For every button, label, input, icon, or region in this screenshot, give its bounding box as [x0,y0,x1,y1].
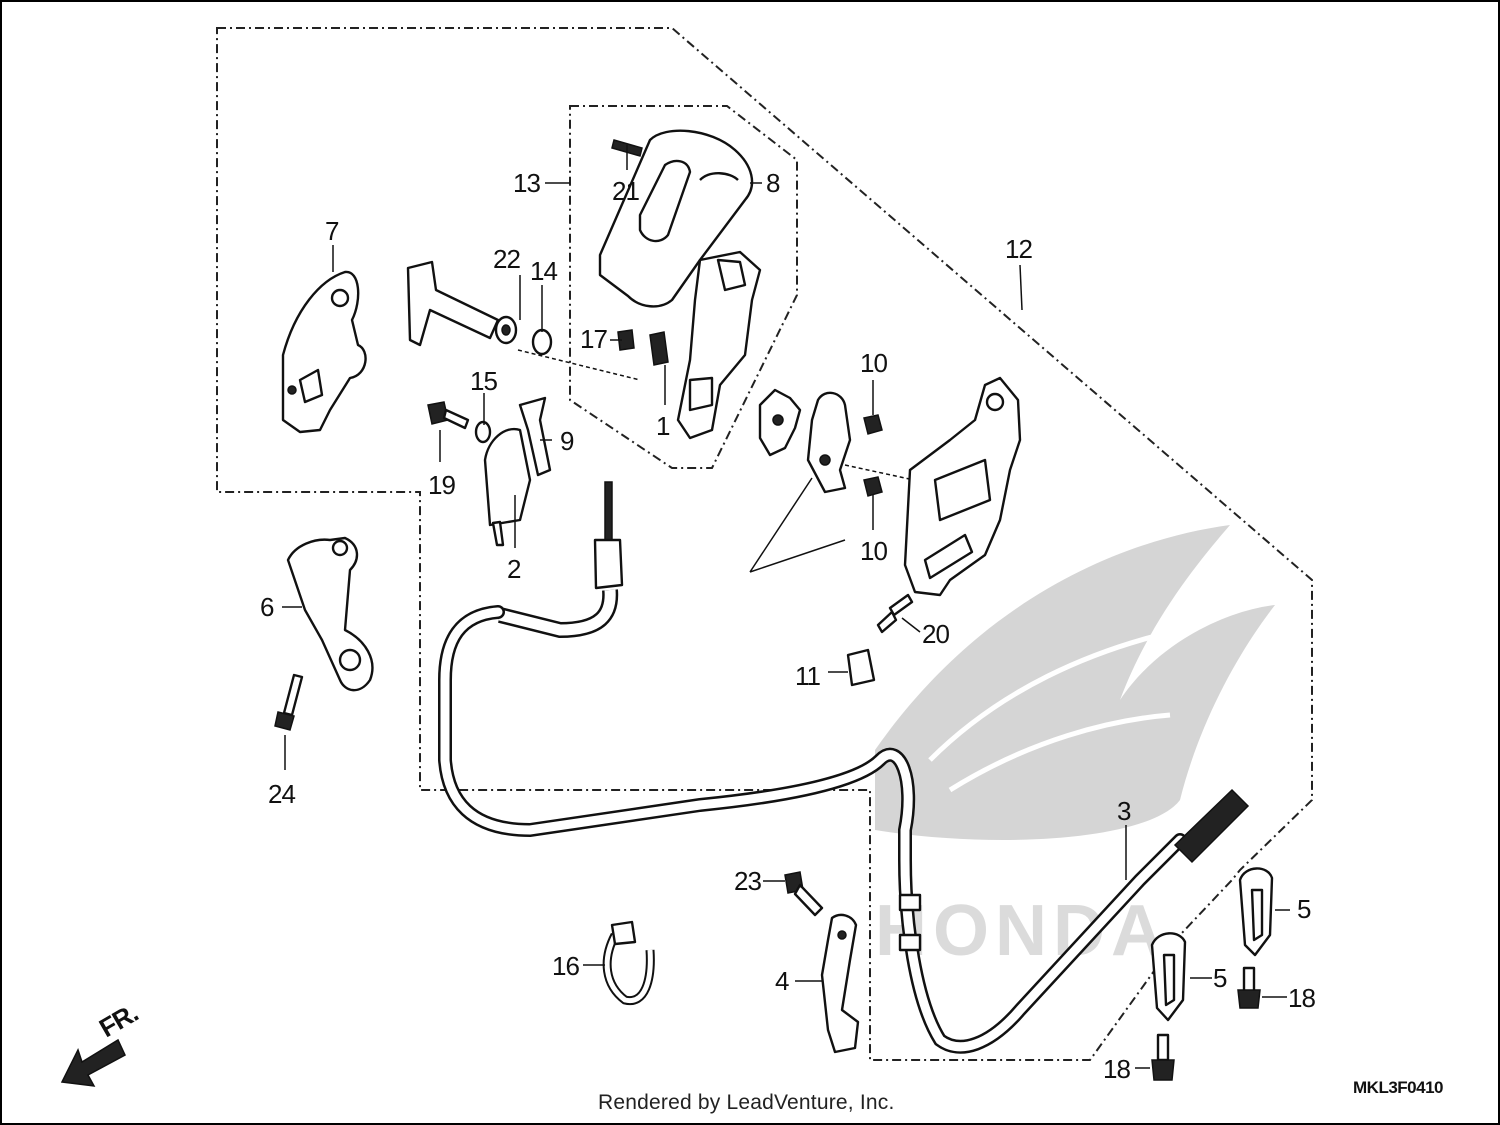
part-14-washer [531,328,553,356]
part-4-bracket [820,913,860,1054]
part-6-bracket [286,536,374,692]
part-18-bolt-upper [1237,966,1261,1009]
callout-7: 7 [325,216,339,246]
callout-15: 15 [470,366,497,396]
part-16-clamp [602,920,655,1006]
part-20-pin [876,593,914,634]
part-18-bolt-lower [1151,1033,1175,1081]
callout-13: 13 [513,168,540,198]
callout-17: 17 [580,324,607,354]
direction-label: FR. [94,998,143,1043]
part-11-clip [846,648,876,687]
callout-14: 14 [530,256,557,286]
leader-lines [282,145,1290,1069]
callout-5-upper: 5 [1297,894,1311,924]
callout-24: 24 [268,779,295,809]
callout-10-lower: 10 [860,536,887,566]
assembly-13-boundary [569,105,798,469]
sprocket-gear [758,388,802,457]
part-8-handle [598,129,754,308]
honda-wing-watermark: HONDA [875,525,1275,971]
part-5-clamp-lower [1150,932,1187,1022]
part-10-spring-upper [863,414,883,435]
callout-23: 23 [734,866,761,896]
latch-cam [806,391,852,494]
part-9-spring [518,396,552,477]
callout-5-lower: 5 [1213,963,1227,993]
part-3-cable [438,481,1250,1054]
callout-18-lower: 18 [1103,1054,1130,1084]
assembly-v-line [749,477,846,573]
callout-20: 20 [922,619,949,649]
callout-9: 9 [560,426,574,456]
callout-22: 22 [493,244,520,274]
part-5-clamp-upper [1238,867,1274,957]
pivot-shaft [406,260,500,347]
callout-12: 12 [1005,234,1032,264]
part-19-bolt [427,401,470,430]
callout-6: 6 [260,592,274,622]
part-23-bolt [784,871,824,917]
part-22-washer [494,315,518,345]
callout-19: 19 [428,470,455,500]
spring-small [649,331,669,366]
callout-10-upper: 10 [860,348,887,378]
callout-1: 1 [656,411,670,441]
callout-3: 3 [1117,796,1131,826]
axis-line [517,349,641,381]
part-15-washer [474,420,492,444]
part-1-lever [676,250,762,440]
callout-21: 21 [612,176,639,206]
part-10-spring-lower [863,476,883,497]
diagram-code: MKL3F0410 [1353,1078,1443,1097]
callout-11: 11 [795,661,821,691]
front-direction-arrow: FR. [60,998,143,1087]
callout-8: 8 [766,168,780,198]
part-2-cover [483,427,532,547]
callout-16: 16 [552,951,579,981]
part-24-bolt [274,673,304,731]
callout-18-upper: 18 [1288,983,1315,1013]
assembly-12-boundary [216,27,1313,1061]
callout-2: 2 [507,554,521,584]
part-7-bracket [281,270,367,434]
callout-4: 4 [775,966,789,996]
render-credit: Rendered by LeadVenture, Inc. [598,1091,895,1114]
part-17-screw [617,329,635,351]
callout-labels: 1 2 3 4 5 5 6 7 8 9 10 10 11 12 13 14 15… [260,168,1316,1084]
latch-housing [903,376,1022,597]
